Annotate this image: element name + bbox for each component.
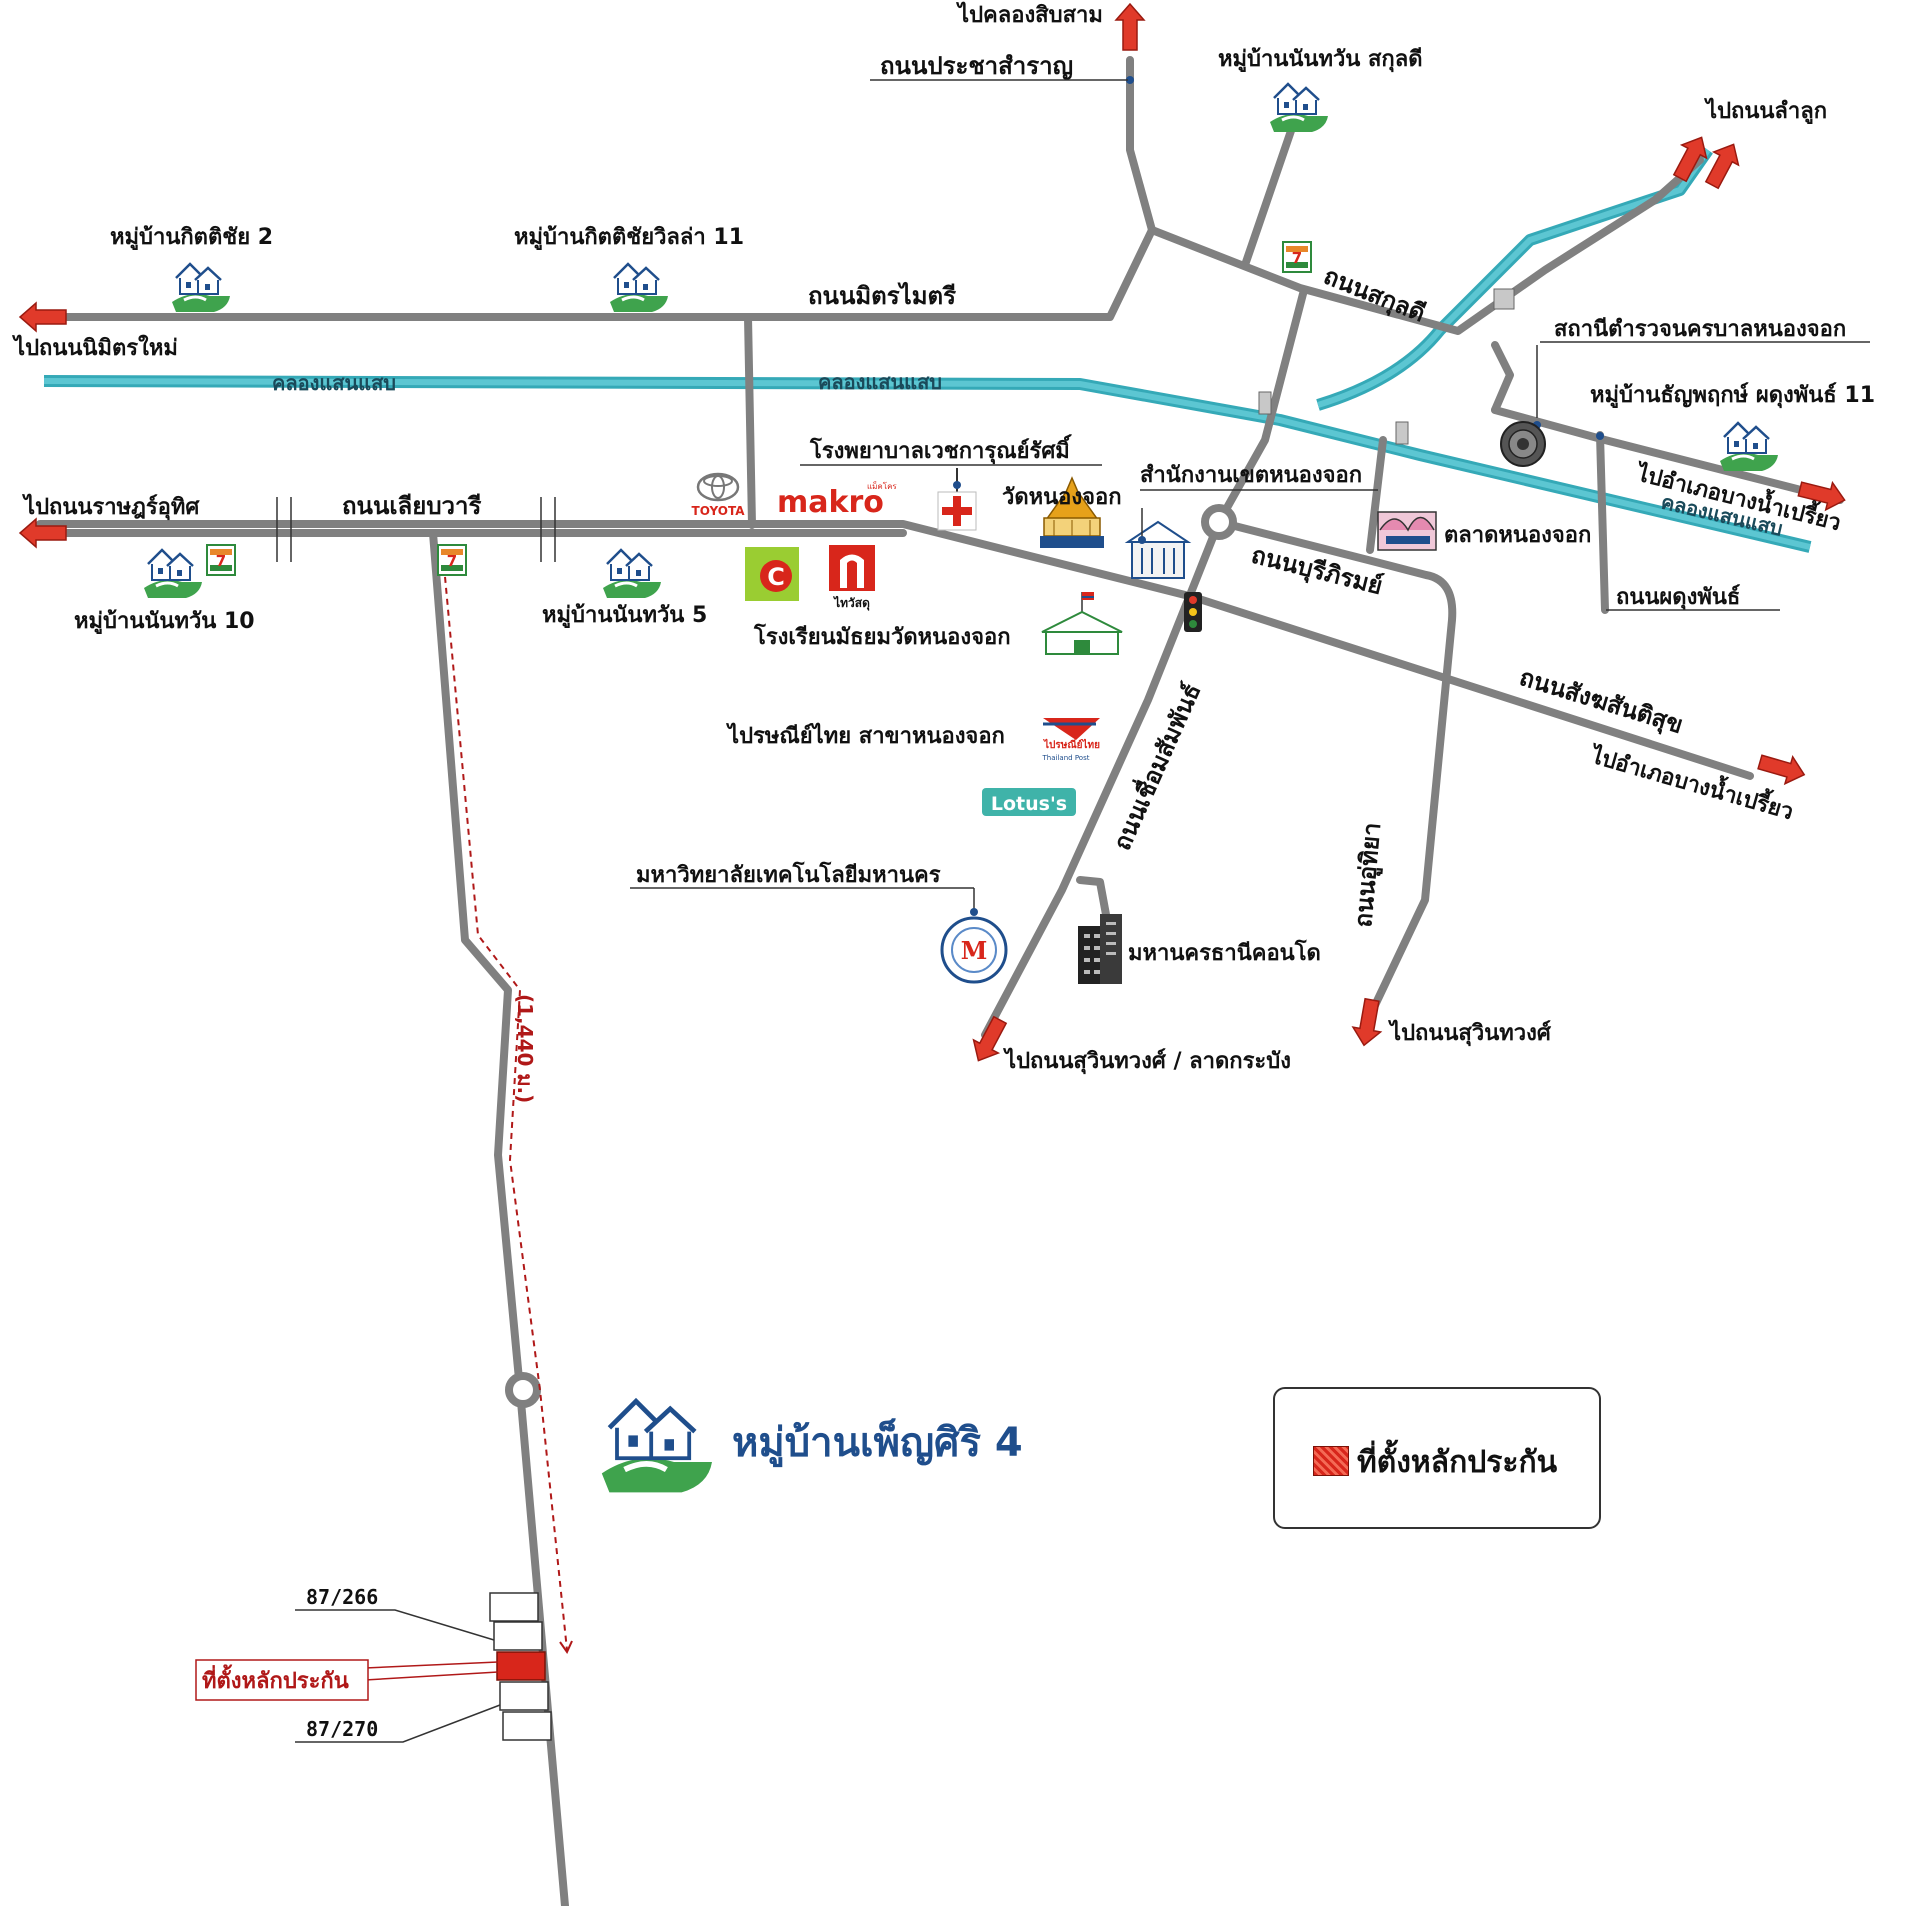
bridge-marks xyxy=(1258,288,1515,445)
arrow-suwinthawong xyxy=(1349,996,1387,1049)
label-nanthawan-sakundee: หมู่บ้านนันทวัน สกุลดี xyxy=(1218,47,1423,73)
collateral-site-marker xyxy=(496,1651,546,1681)
arrow-bangnamprieo-2 xyxy=(1755,747,1809,789)
seven-eleven-icon xyxy=(437,544,467,576)
label-market: ตลาดหนองจอก xyxy=(1444,523,1591,548)
label-distance: (1,440 ม.) xyxy=(513,994,537,1103)
village-house-icon-large xyxy=(602,1401,712,1492)
canal-saensaep xyxy=(43,375,1812,553)
label-condo: มหานครธานีคอนโด xyxy=(1128,939,1321,966)
svg-text:C: C xyxy=(767,563,785,591)
temple-icon xyxy=(1040,476,1104,548)
post-logo-icon: ไปรษณีย์ไทย Thailand Post xyxy=(1042,718,1100,762)
lotus-logo-icon: Lotus's xyxy=(982,788,1076,816)
village-house-icon xyxy=(170,262,232,314)
label-road-phadungphan: ถนนผดุงพันธ์ xyxy=(1616,584,1740,611)
arrow-nimitmai xyxy=(19,302,67,332)
post-logo-text: ไปรษณีย์ไทย xyxy=(1043,738,1100,751)
distance-dashed-line xyxy=(442,554,568,1651)
legend: ที่ตั้งหลักประกัน xyxy=(1273,1387,1601,1529)
seven-eleven-icon xyxy=(1282,241,1312,273)
phadungphan-marker-icon xyxy=(1596,432,1604,440)
arrow-khlong13 xyxy=(1115,3,1145,51)
label-plot-upper: 87/266 xyxy=(306,1585,378,1609)
canal-branch xyxy=(1316,146,1713,411)
hospital-cross-icon xyxy=(937,468,977,531)
thaiwatsadu-text: ไทวัสดุ xyxy=(832,595,870,611)
makro-small-text: แม็คโคร xyxy=(867,481,897,491)
label-plot-lower: 87/270 xyxy=(306,1717,378,1741)
plot-leaders xyxy=(295,1609,501,1743)
label-to-suwinthawong: ไปถนนสุวินทวงศ์ xyxy=(1388,1019,1552,1047)
label-kittichai-villa11: หมู่บ้านกิตติชัยวิลล่า 11 xyxy=(514,225,744,251)
label-university: มหาวิทยาลัยเทคโนโลยีมหานคร xyxy=(636,861,941,888)
makro-text: makro xyxy=(777,485,884,520)
label-to-lamluk: ไปถนนลำลูก xyxy=(1704,97,1827,125)
plot-block xyxy=(489,1592,552,1741)
label-nanthawan10: หมู่บ้านนันทวัน 10 xyxy=(74,609,255,635)
roundabout-south-icon xyxy=(505,1372,541,1408)
district-office-icon xyxy=(1124,508,1192,579)
label-police: สถานีตำรวจนครบาลหนองจอก xyxy=(1554,317,1846,342)
label-wat: วัดหนองจอก xyxy=(1002,485,1122,510)
village-house-icon xyxy=(601,548,663,600)
condo-building-icon xyxy=(1078,914,1122,984)
label-canal-mid: คลองแสนแสบ xyxy=(818,370,942,394)
label-phensiri4: หมู่บ้านเพ็ญศิริ 4 xyxy=(732,1417,1023,1467)
village-house-icon xyxy=(1268,82,1330,134)
arrow-lamluk-2 xyxy=(1698,137,1747,193)
village-house-icon xyxy=(1718,421,1780,473)
roundabout-icon xyxy=(1201,504,1237,540)
label-road-uthaya: ถนนอู่ทิยา xyxy=(1349,821,1387,928)
traffic-light-icon xyxy=(1184,592,1202,632)
label-site: ที่ตั้งหลักประกัน xyxy=(202,1664,349,1694)
label-nanthawan5: หมู่บ้านนันทวัน 5 xyxy=(542,603,707,629)
site-label-box xyxy=(195,1659,369,1701)
label-thanyaphruek: หมู่บ้านธัญพฤกษ์ ผดุงพันธ์ 11 xyxy=(1590,382,1875,409)
label-road-prachasamran: ถนนประชาสำราญ xyxy=(880,52,1073,80)
makro-logo-icon: makro แม็คโคร xyxy=(777,481,897,520)
label-road-mitmaitri: ถนนมิตรไมตรี xyxy=(808,281,956,310)
post-logo-en-text: Thailand Post xyxy=(1042,754,1090,762)
prachasamran-marker-icon xyxy=(1126,76,1134,84)
label-road-liapwari: ถนนเลียบวารี xyxy=(342,492,482,520)
village-house-icon xyxy=(142,548,204,600)
toyota-logo-icon: TOYOTA xyxy=(692,472,746,518)
label-hospital: โรงพยาบาลเวชการุณย์รัศมิ์ xyxy=(809,434,1072,465)
toyota-text: TOYOTA xyxy=(692,504,746,518)
bigc-logo-icon: C xyxy=(745,547,799,601)
market-icon xyxy=(1377,511,1437,551)
thaiwatsadu-logo-icon: ไทวัสดุ xyxy=(829,545,875,611)
label-to-suwinthawong-latkrabang: ไปถนนสุวินทวงศ์ / ลาดกระบัง xyxy=(1003,1047,1291,1075)
legend-text: ที่ตั้งหลักประกัน xyxy=(1357,1445,1558,1480)
label-post: ไปรษณีย์ไทย สาขาหนองจอก xyxy=(726,722,1005,749)
label-to-khlong13: ไปคลองสิบสาม xyxy=(956,1,1103,28)
village-house-icon xyxy=(608,262,670,314)
label-canal-left: คลองแสนแสบ xyxy=(272,371,396,395)
road-break-marks xyxy=(276,497,556,562)
label-to-bangnamprieo-2: ไปอำเภอบางน้ำเปรี้ยว xyxy=(1586,738,1797,825)
label-school: โรงเรียนมัธยมวัดหนองจอก xyxy=(753,623,1011,650)
svg-text:Lotus's: Lotus's xyxy=(991,793,1067,815)
university-seal-icon: M xyxy=(940,888,1008,984)
label-district-office: สำนักงานเขตหนองจอก xyxy=(1140,463,1362,488)
label-to-ratuthit: ไปถนนราษฎร์อุทิศ xyxy=(22,493,200,521)
svg-text:M: M xyxy=(961,936,988,965)
seven-eleven-icon xyxy=(206,544,236,576)
label-to-nimitmai: ไปถนนนิมิตรใหม่ xyxy=(12,334,178,361)
police-seal-icon xyxy=(1500,345,1546,467)
label-kittichai2: หมู่บ้านกิตติชัย 2 xyxy=(110,225,273,251)
school-icon xyxy=(1041,592,1123,655)
legend-swatch-icon xyxy=(1313,1446,1349,1476)
